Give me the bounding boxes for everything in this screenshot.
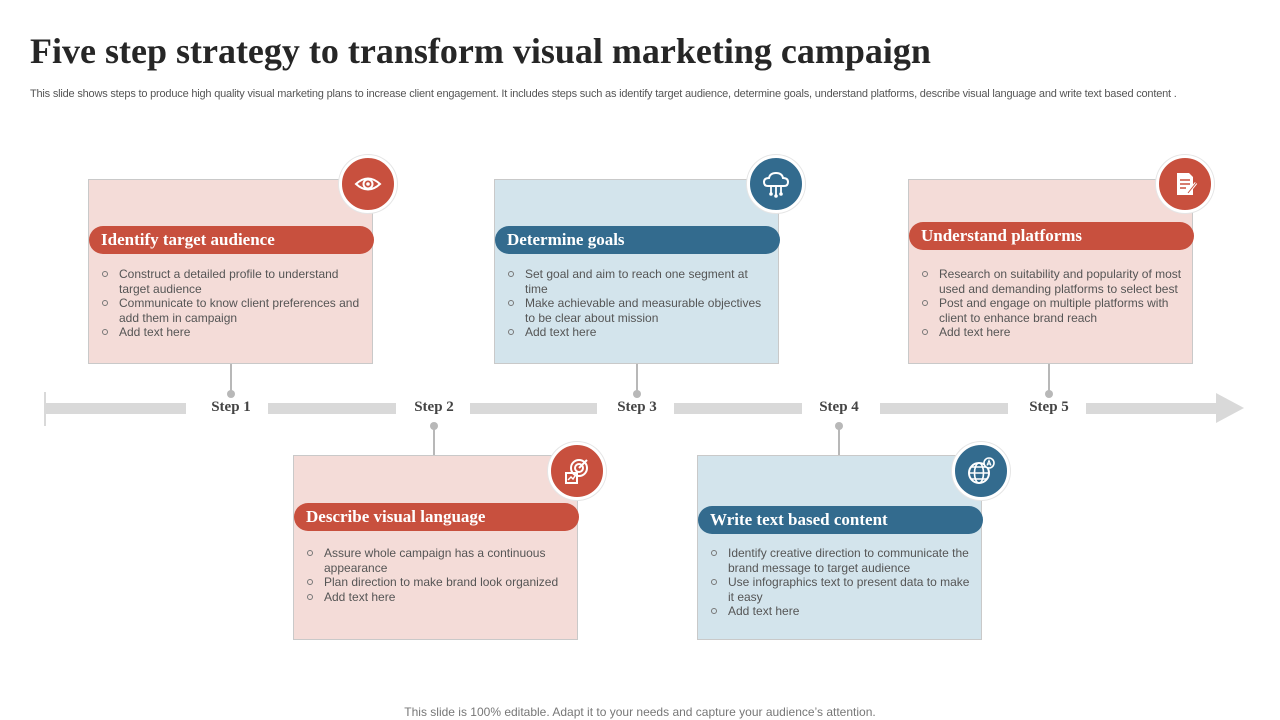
timeline-segment (880, 403, 1008, 414)
step-label-2: Step 2 (414, 399, 454, 415)
connector-dot (1045, 390, 1053, 398)
card-title: Understand platforms (909, 222, 1194, 250)
cloud-network-icon (747, 155, 805, 213)
list-item: Communicate to know client preferences a… (99, 296, 364, 325)
step-label-3: Step 3 (617, 399, 657, 415)
card-title: Identify target audience (89, 226, 374, 254)
list-item: Research on suitability and popularity o… (919, 267, 1184, 296)
step-card-3: Determine goals Set goal and aim to reac… (494, 179, 780, 364)
step-label-4: Step 4 (819, 399, 859, 415)
connector-step-2 (433, 426, 435, 455)
card-bullets: Identify creative direction to communica… (708, 546, 973, 619)
timeline-segment (674, 403, 802, 414)
list-item: Post and engage on multiple platforms wi… (919, 296, 1184, 325)
timeline-segment (470, 403, 597, 414)
card-bullets: Research on suitability and popularity o… (919, 267, 1184, 340)
step-label-1: Step 1 (211, 399, 251, 415)
list-item: Add text here (304, 590, 569, 605)
step-card-2: Describe visual language Assure whole ca… (293, 455, 579, 640)
connector-step-5 (1048, 364, 1050, 394)
list-item: Assure whole campaign has a continuous a… (304, 546, 569, 575)
timeline-segment (45, 403, 186, 414)
page-subtitle: This slide shows steps to produce high q… (30, 88, 1177, 100)
timeline-segment (1086, 403, 1220, 414)
connector-dot (633, 390, 641, 398)
card-bullets: Set goal and aim to reach one segment at… (505, 267, 770, 340)
connector-dot (227, 390, 235, 398)
list-item: Add text here (708, 604, 973, 619)
list-item: Make achievable and measurable objective… (505, 296, 770, 325)
target-chart-icon (548, 442, 606, 500)
card-title: Write text based content (698, 506, 983, 534)
list-item: Construct a detailed profile to understa… (99, 267, 364, 296)
connector-dot (835, 422, 843, 430)
timeline-arrow-head (1216, 393, 1244, 423)
timeline-segment (268, 403, 396, 414)
globe-language-icon (952, 442, 1010, 500)
step-card-5: Understand platforms Research on suitabi… (908, 179, 1194, 364)
list-item: Identify creative direction to communica… (708, 546, 973, 575)
connector-step-3 (636, 364, 638, 394)
step-label-5: Step 5 (1029, 399, 1069, 415)
card-bullets: Assure whole campaign has a continuous a… (304, 546, 569, 604)
card-title: Describe visual language (294, 503, 579, 531)
card-bullets: Construct a detailed profile to understa… (99, 267, 364, 340)
connector-dot (430, 422, 438, 430)
list-item: Set goal and aim to reach one segment at… (505, 267, 770, 296)
step-card-1: Identify target audience Construct a det… (88, 179, 374, 364)
list-item: Add text here (99, 325, 364, 340)
list-item: Add text here (505, 325, 770, 340)
page-title: Five step strategy to transform visual m… (30, 31, 931, 71)
list-item: Add text here (919, 325, 1184, 340)
connector-step-1 (230, 364, 232, 394)
list-item: Plan direction to make brand look organi… (304, 575, 569, 590)
footer-note: This slide is 100% editable. Adapt it to… (404, 705, 876, 719)
list-item: Use infographics text to present data to… (708, 575, 973, 604)
card-title: Determine goals (495, 226, 780, 254)
eye-icon (339, 155, 397, 213)
connector-step-4 (838, 426, 840, 455)
document-edit-icon (1156, 155, 1214, 213)
step-card-4: Write text based content Identify creati… (697, 455, 983, 640)
